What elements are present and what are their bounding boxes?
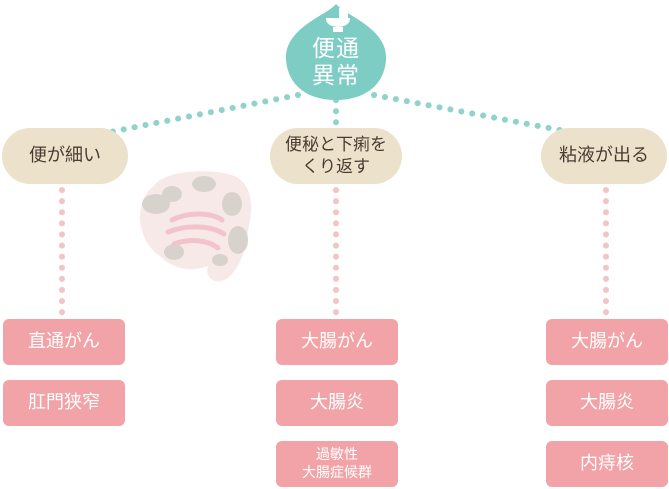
intestine-icon: [140, 171, 252, 282]
disease-label: 肛門狭窄: [28, 392, 100, 413]
root-drop-shape: [285, 4, 387, 100]
disease-rectal-cancer: 直通がん: [3, 319, 125, 365]
toilet-icon: [325, 8, 351, 32]
disease-label: 大腸がん: [301, 331, 373, 352]
disease-label: 大腸炎: [580, 392, 634, 413]
disease-label: 大腸炎: [310, 392, 364, 413]
root-label: 便通 異常: [312, 36, 360, 89]
symptom-label: 便が細い: [29, 145, 101, 166]
symptom-thin-stool: 便が細い: [2, 128, 128, 184]
disease-internal-hemorrhoid: 内痔核: [546, 441, 668, 487]
root-node: 便通 異常: [284, 2, 388, 102]
disease-label: 過敏性 大腸症候群: [302, 447, 372, 481]
disease-colon-cancer: 大腸がん: [546, 319, 668, 365]
disease-label: 内痔核: [580, 453, 634, 474]
symptom-mucus: 粘液が出る: [541, 128, 667, 184]
disease-anal-stenosis: 肛門狭窄: [3, 380, 125, 426]
disease-label: 大腸がん: [571, 331, 643, 352]
disease-label: 直通がん: [28, 331, 100, 352]
connector-root-to-thin: [97, 92, 301, 137]
connector-root-to-mucus: [371, 92, 568, 134]
disease-colitis: 大腸炎: [546, 380, 668, 426]
disease-colon-cancer: 大腸がん: [276, 319, 398, 365]
disease-colitis: 大腸炎: [276, 380, 398, 426]
symptom-alternating: 便秘と下痢を くり返す: [270, 128, 402, 184]
symptom-label: 便秘と下痢を くり返す: [285, 135, 387, 177]
disease-ibs: 過敏性 大腸症候群: [276, 441, 398, 487]
symptom-label: 粘液が出る: [559, 145, 649, 166]
